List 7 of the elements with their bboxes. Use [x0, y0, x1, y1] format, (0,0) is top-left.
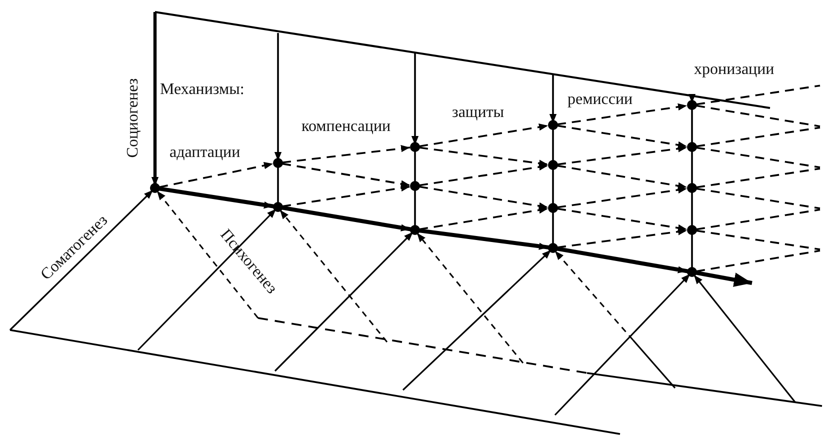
mechanism-label: защиты [452, 105, 504, 121]
mechanism-label: хронизации [694, 62, 774, 78]
heading-label: Механизмы: [160, 82, 244, 98]
mechanism-label: адаптации [170, 145, 240, 161]
mechanism-label: компенсации [302, 119, 391, 135]
mechanism-label: ремиссии [568, 92, 633, 108]
axis-label: Социогенез [125, 78, 142, 158]
